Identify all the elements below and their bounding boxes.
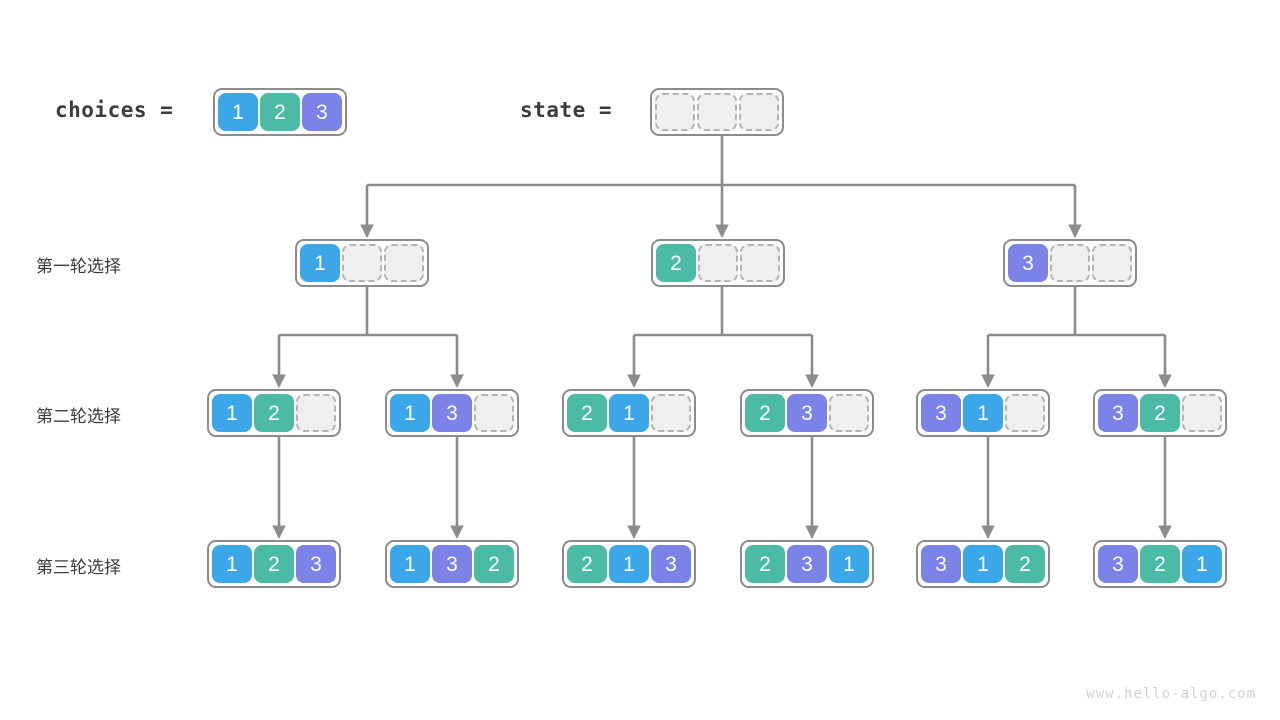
round2-node-4-cell-2-empty [829,394,869,432]
round2-node-1-cell-2-empty [296,394,336,432]
round2-node-2-cell-0-value-1: 1 [390,394,430,432]
round3-node-1-cell-2-value-3: 3 [296,545,336,583]
round3-node-6-cell-2-value-1: 1 [1182,545,1222,583]
round2-node-6-cell-2-empty [1182,394,1222,432]
round3-node-4-cell-0-value-2: 2 [745,545,785,583]
round3-node-3-cell-2-value-3: 3 [651,545,691,583]
round1-node-3: 3 [1003,239,1137,287]
row-label-round-1: 第一轮选择 [36,257,121,276]
state-cell-2-empty [739,93,779,131]
round3-node-3-cell-1-value-1: 1 [609,545,649,583]
round1-node-1-cell-0-value-1: 1 [300,244,340,282]
round1-node-1-cell-1-empty [342,244,382,282]
choices-label: choices = [55,98,174,122]
connector-lines [272,135,1172,540]
round3-node-4-cell-1-value-3: 3 [787,545,827,583]
round3-node-5-cell-1-value-1: 1 [963,545,1003,583]
round3-node-2-cell-0-value-1: 1 [390,545,430,583]
state-cell-0-empty [655,93,695,131]
round1-node-2-cell-1-empty [698,244,738,282]
round3-node-2-cell-2-value-2: 2 [474,545,514,583]
round3-node-2-cell-1-value-3: 3 [432,545,472,583]
round1-node-2-cell-2-empty [740,244,780,282]
round2-node-5-cell-0-value-3: 3 [921,394,961,432]
watermark: www.hello-algo.com [1086,686,1256,702]
round1-node-1-cell-2-empty [384,244,424,282]
round2-node-6-cell-0-value-3: 3 [1098,394,1138,432]
round1-node-3-cell-1-empty [1050,244,1090,282]
round2-node-5-cell-2-empty [1005,394,1045,432]
state-cell-1-empty [697,93,737,131]
round1-node-3-cell-0-value-3: 3 [1008,244,1048,282]
round2-node-2-cell-2-empty [474,394,514,432]
round2-node-4-cell-0-value-2: 2 [745,394,785,432]
row-label-round-3: 第三轮选择 [36,558,121,577]
round2-node-1-cell-1-value-2: 2 [254,394,294,432]
round3-node-6-cell-1-value-2: 2 [1140,545,1180,583]
round3-node-1-cell-0-value-1: 1 [212,545,252,583]
round2-node-3-cell-0-value-2: 2 [567,394,607,432]
round1-node-2-cell-0-value-2: 2 [656,244,696,282]
round2-node-3-cell-2-empty [651,394,691,432]
round3-node-6-cell-0-value-3: 3 [1098,545,1138,583]
round3-node-5-cell-2-value-2: 2 [1005,545,1045,583]
round3-node-4-cell-2-value-1: 1 [829,545,869,583]
round3-node-3-cell-0-value-2: 2 [567,545,607,583]
state-array [650,88,784,136]
round2-node-1-cell-0-value-1: 1 [212,394,252,432]
row-label-round-2: 第二轮选择 [36,407,121,426]
round2-node-6-cell-1-value-2: 2 [1140,394,1180,432]
round1-node-2: 2 [651,239,785,287]
round3-node-5-cell-0-value-3: 3 [921,545,961,583]
choices-cell-0-value-1: 1 [218,93,258,131]
round2-node-2-cell-1-value-3: 3 [432,394,472,432]
round2-node-5-cell-1-value-1: 1 [963,394,1003,432]
choices-cell-2-value-3: 3 [302,93,342,131]
round3-node-1-cell-1-value-2: 2 [254,545,294,583]
round2-node-3-cell-1-value-1: 1 [609,394,649,432]
round1-node-3-cell-2-empty [1092,244,1132,282]
state-label: state = [520,98,613,122]
choices-cell-1-value-2: 2 [260,93,300,131]
round1-node-1: 1 [295,239,429,287]
round2-node-4-cell-1-value-3: 3 [787,394,827,432]
